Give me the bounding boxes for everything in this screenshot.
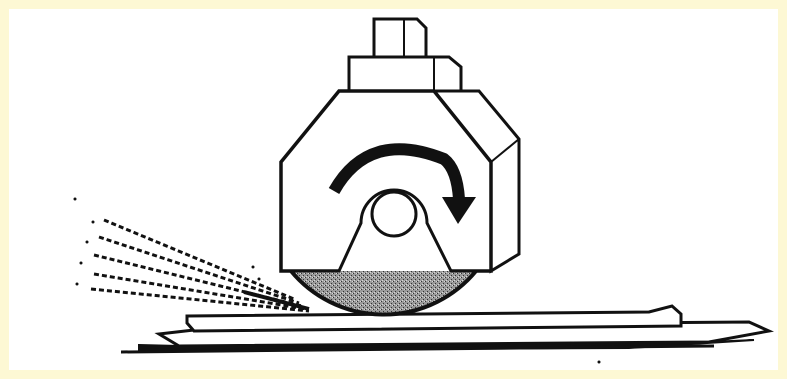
spark-spray: [91, 220, 309, 311]
figure-panel: [9, 9, 778, 370]
workpiece: [187, 306, 681, 331]
grinding-diagram: [9, 9, 778, 370]
